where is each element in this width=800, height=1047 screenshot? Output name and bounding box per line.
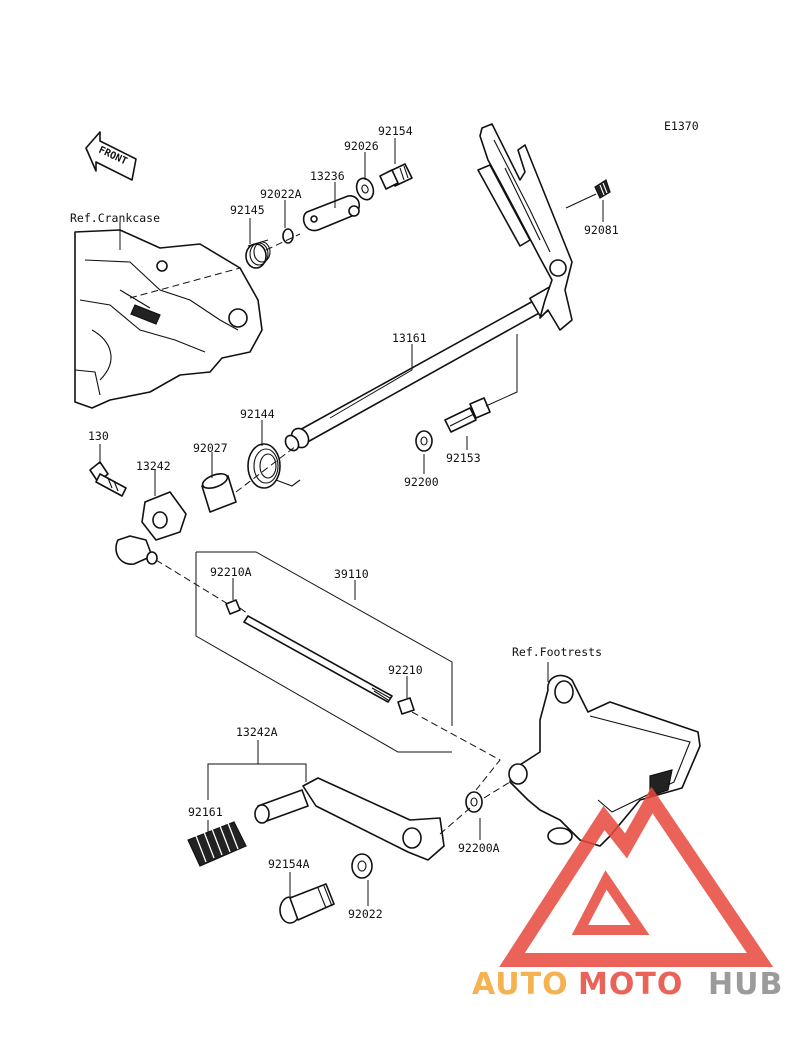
washer-92200A	[465, 791, 483, 813]
shift-arm	[477, 123, 573, 331]
label-92026: 92026	[344, 139, 379, 153]
rod-assembly-outline	[195, 551, 453, 753]
bolt-130	[89, 461, 127, 497]
crankcase-silhouette	[74, 229, 263, 409]
label-92154: 92154	[378, 124, 413, 138]
label-92154A: 92154A	[268, 857, 310, 871]
label-92210: 92210	[388, 663, 423, 677]
label-92153: 92153	[446, 451, 481, 465]
label-92210A: 92210A	[210, 565, 252, 579]
bolt-92153	[444, 397, 491, 433]
spring-92081	[594, 179, 611, 199]
spring-92145	[245, 239, 271, 269]
tie-rod-39110	[243, 615, 393, 703]
watermark-text-auto: AUTO	[472, 967, 569, 1002]
rubber-pad-92161	[187, 821, 247, 867]
label-92022: 92022	[348, 907, 383, 921]
label-92200A: 92200A	[458, 841, 500, 855]
diagram-code: E1370	[664, 119, 699, 133]
label-92022A: 92022A	[260, 187, 302, 201]
label-92200: 92200	[404, 475, 439, 489]
label-13242A: 13242A	[236, 725, 278, 739]
label-92027: 92027	[193, 441, 228, 455]
label-130: 130	[88, 429, 109, 443]
shift-pedal	[254, 777, 445, 861]
front-arrow-icon: FRONT	[85, 131, 137, 181]
bolt-92154	[379, 163, 413, 190]
clamp-lever-13242	[115, 491, 187, 565]
leader-lines	[99, 138, 604, 906]
link-plate-13236	[302, 195, 360, 232]
footrest-bracket	[508, 674, 701, 847]
part-labels: E1370 Ref.Crankcase Ref.Footrests 92154 …	[70, 119, 699, 921]
shift-shaft	[284, 283, 565, 452]
washer-92200	[415, 430, 433, 452]
ref-footrests-label: Ref.Footrests	[512, 645, 602, 659]
pivot-bolt-92154A	[279, 883, 335, 924]
nut-92210A	[225, 599, 241, 615]
washer-92022	[351, 853, 373, 879]
label-13242: 13242	[136, 459, 171, 473]
label-39110: 39110	[334, 567, 369, 581]
label-92161: 92161	[188, 805, 223, 819]
watermark-text-hub: HUB	[708, 967, 783, 1002]
watermark-text-moto: MOTO	[578, 967, 683, 1002]
label-13236: 13236	[310, 169, 345, 183]
ref-crankcase-label: Ref.Crankcase	[70, 211, 160, 225]
collar-92027	[201, 473, 237, 513]
nut-92210	[397, 697, 415, 715]
label-92144: 92144	[240, 407, 275, 421]
washer-92026	[355, 177, 375, 201]
label-92081: 92081	[584, 223, 619, 237]
washer-92022A	[282, 228, 294, 244]
label-92145: 92145	[230, 203, 265, 217]
label-13161: 13161	[392, 331, 427, 345]
watermark-logo: AUTO MOTO HUB	[472, 786, 783, 1002]
